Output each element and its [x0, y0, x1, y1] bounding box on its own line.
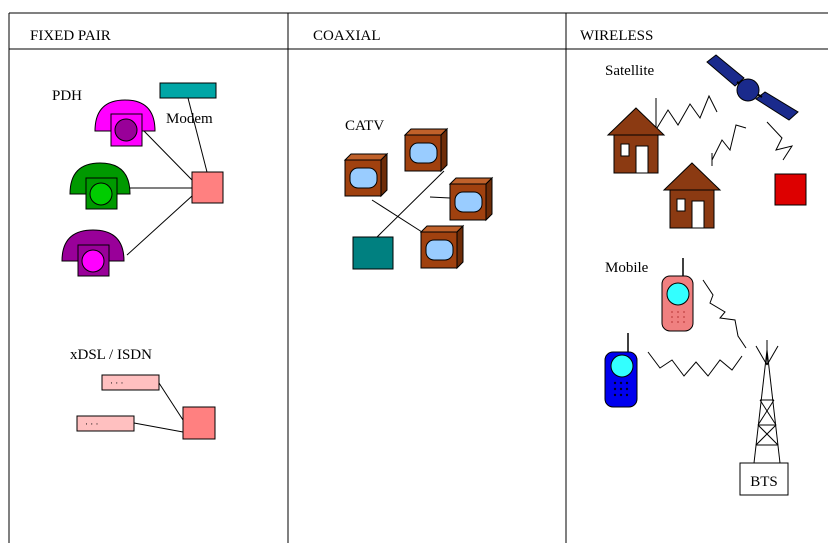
telephone-icon	[94, 99, 156, 147]
bts-box	[739, 462, 789, 496]
radio-wave	[711, 124, 747, 161]
pdh-label: PDH	[52, 88, 82, 104]
mobile-phone-icon	[661, 258, 694, 332]
xdsl-isdn-label: xDSL / ISDN	[70, 347, 152, 363]
coaxial-section: CATV	[344, 118, 493, 270]
xdsl-link-line	[133, 422, 184, 433]
satellite-label: Satellite	[605, 63, 654, 79]
bts-tower-icon	[753, 340, 781, 464]
table-frame	[8, 12, 828, 543]
radio-wave	[766, 121, 794, 161]
television-icon	[449, 177, 493, 221]
phone-link-line	[143, 130, 193, 181]
xdsl-modem-dots: · · ·	[110, 378, 124, 388]
satellite-icon	[706, 54, 799, 121]
xdsl-modem-box	[101, 374, 160, 391]
bts-label: BTS	[750, 474, 778, 490]
xdsl-modem-box	[76, 415, 135, 432]
modem-box	[159, 82, 217, 99]
television-icon	[344, 153, 388, 197]
xdsl-hub-box	[182, 406, 216, 440]
house-icon	[663, 162, 721, 229]
catv-headend-box	[352, 236, 394, 270]
coax-cable-line	[371, 199, 423, 233]
modem-label: Modem	[166, 111, 213, 127]
column-header-wireless: WIRELESS	[580, 28, 653, 44]
xdsl-modem-dots: · · ·	[85, 419, 99, 429]
telephone-icon	[69, 162, 131, 210]
phone-link-line	[126, 195, 193, 256]
radio-wave	[647, 351, 743, 377]
column-header-coaxial: COAXIAL	[313, 28, 381, 44]
mobile-phone-icon	[604, 333, 638, 408]
radio-wave	[656, 94, 718, 129]
telephone-icon	[61, 229, 125, 277]
catv-label: CATV	[345, 118, 384, 134]
xdsl-link-line	[158, 382, 184, 421]
fixed-pair-section: PDH Modem xDSL / ISDN	[52, 82, 224, 440]
coax-cable-line	[373, 170, 445, 241]
wireless-section: Satellite Mobile	[604, 54, 807, 496]
hub-box	[191, 171, 224, 204]
satellite-receiver-box	[774, 173, 807, 206]
column-header-fixed-pair: FIXED PAIR	[30, 28, 111, 44]
television-icon	[404, 128, 448, 172]
mobile-label: Mobile	[605, 260, 649, 276]
coax-cable-line	[429, 196, 451, 199]
modem-link-line	[187, 97, 208, 173]
radio-wave	[702, 279, 747, 349]
television-icon	[420, 225, 464, 269]
